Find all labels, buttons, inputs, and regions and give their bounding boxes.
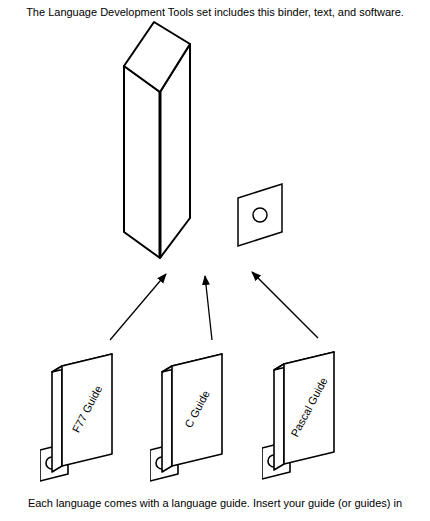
language-guide: C Guide (150, 352, 240, 482)
title: The Language Development Tools set inclu… (5, 6, 425, 19)
language-guide: F77 Guide (40, 352, 130, 482)
caption: Each language comes with a language guid… (5, 497, 425, 510)
diskette (238, 184, 282, 246)
arrows (110, 272, 318, 340)
binder (124, 22, 190, 258)
language-guide: Pascal Guide (262, 350, 352, 480)
